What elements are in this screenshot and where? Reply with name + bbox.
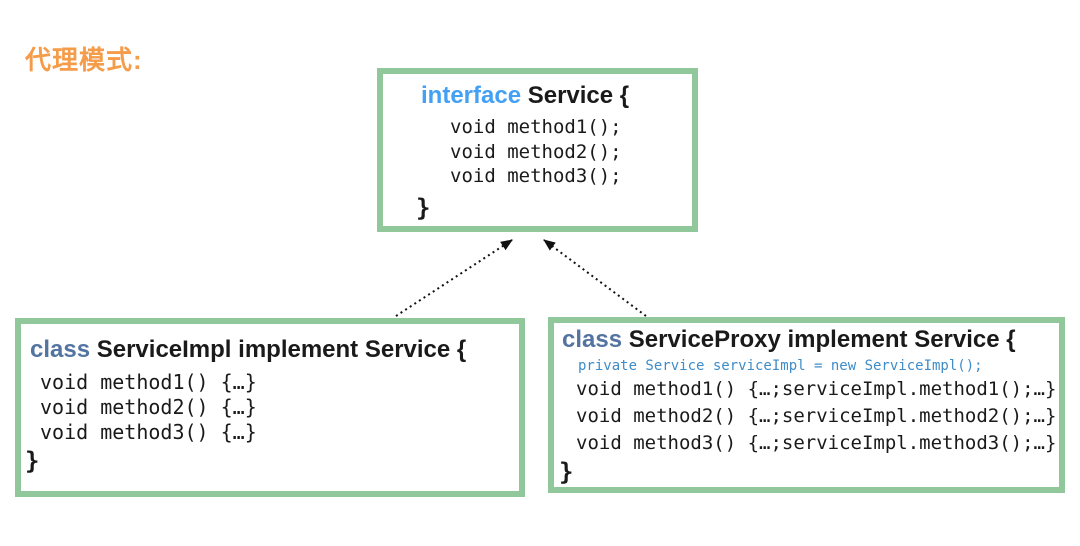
interface-service-box: interface Service { void method1(); void… bbox=[377, 68, 698, 232]
service-proxy-box: class ServiceProxy implement Service { p… bbox=[548, 317, 1065, 493]
proxy-field-line: private Service serviceImpl = new Servic… bbox=[578, 358, 983, 374]
impl-method-line: void method3() {…} bbox=[40, 420, 257, 444]
proxy-method-line: void method2() {…;serviceImpl.method2();… bbox=[576, 405, 1057, 427]
proxy-class-keyword: class bbox=[562, 326, 623, 353]
interface-name: Service { bbox=[527, 82, 630, 109]
impl-name: ServiceImpl implement Service { bbox=[96, 336, 467, 363]
interface-method-line: void method2(); bbox=[450, 140, 622, 163]
impl-box-title: class ServiceImpl implement Service { bbox=[30, 336, 519, 364]
proxy-method-line: void method1() {…;serviceImpl.method1();… bbox=[576, 378, 1057, 400]
impl-closing-brace: } bbox=[25, 447, 40, 475]
impl-class-keyword: class bbox=[30, 336, 91, 363]
interface-box-title: interface Service { bbox=[421, 82, 692, 110]
proxy-method-line: void method3() {…;serviceImpl.method3();… bbox=[576, 432, 1057, 454]
impl-implements-arrow bbox=[395, 239, 513, 317]
proxy-closing-brace: } bbox=[559, 458, 574, 486]
service-impl-box: class ServiceImpl implement Service { vo… bbox=[15, 318, 525, 497]
interface-closing-brace: } bbox=[416, 193, 431, 222]
proxy-implements-arrow bbox=[543, 239, 647, 317]
proxy-box-title: class ServiceProxy implement Service { bbox=[562, 326, 1059, 354]
interface-method-line: void method3(); bbox=[450, 165, 622, 187]
impl-method-line: void method2() {…} bbox=[40, 395, 257, 419]
impl-method-line: void method1() {…} bbox=[40, 370, 257, 394]
proxy-name: ServiceProxy implement Service { bbox=[628, 326, 1016, 353]
page-title: 代理模式: bbox=[25, 45, 143, 75]
interface-method-line: void method1(); bbox=[450, 116, 622, 138]
interface-keyword: interface bbox=[421, 82, 522, 109]
